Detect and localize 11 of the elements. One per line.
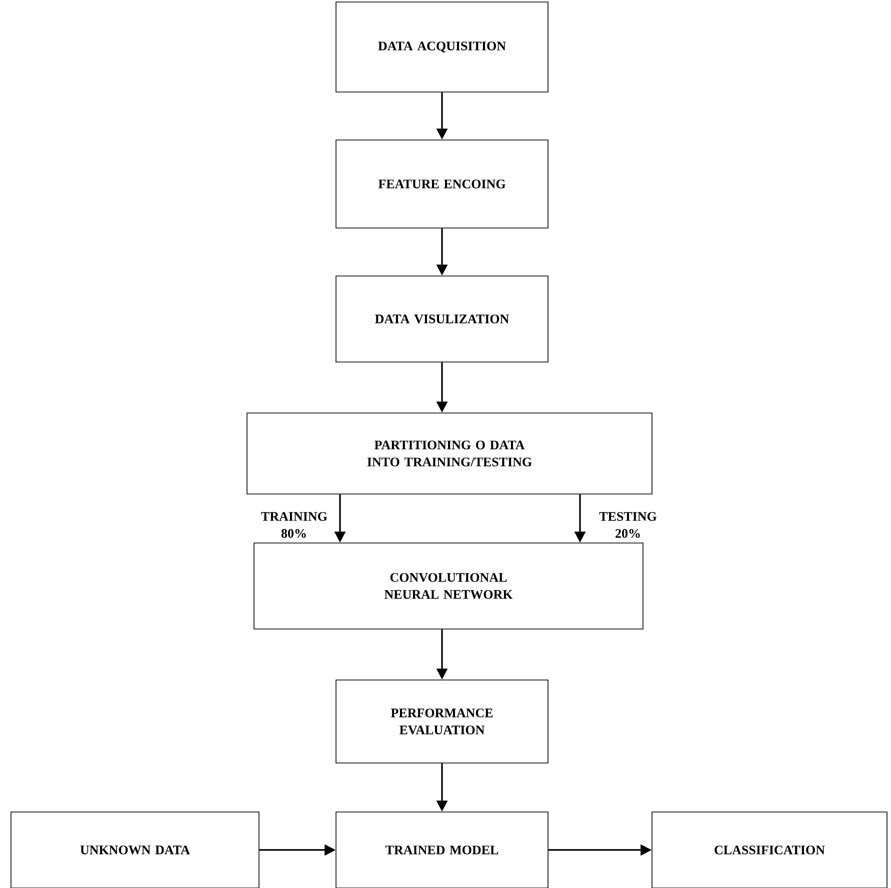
process-box: CLASSIFICATION <box>652 812 888 888</box>
process-box: UNKNOWN DATA <box>10 812 260 888</box>
edge-label: TESTING 20% <box>594 511 662 539</box>
process-box: DATA VISULIZATION <box>336 276 548 362</box>
process-box: CONVOLUTIONAL NEURAL NETWORK <box>254 542 644 630</box>
process-box: TRAINED MODEL <box>336 812 548 888</box>
process-box: PARTITIONING O DATA INTO TRAINING/TESTING <box>246 412 652 494</box>
process-box: PERFORMANCE EVALUATION <box>336 680 548 764</box>
process-box: FEATURE ENCOING <box>336 140 548 228</box>
process-box: DATA ACQUISITION <box>336 2 548 92</box>
edge-label: TRAINING 80% <box>260 511 328 539</box>
